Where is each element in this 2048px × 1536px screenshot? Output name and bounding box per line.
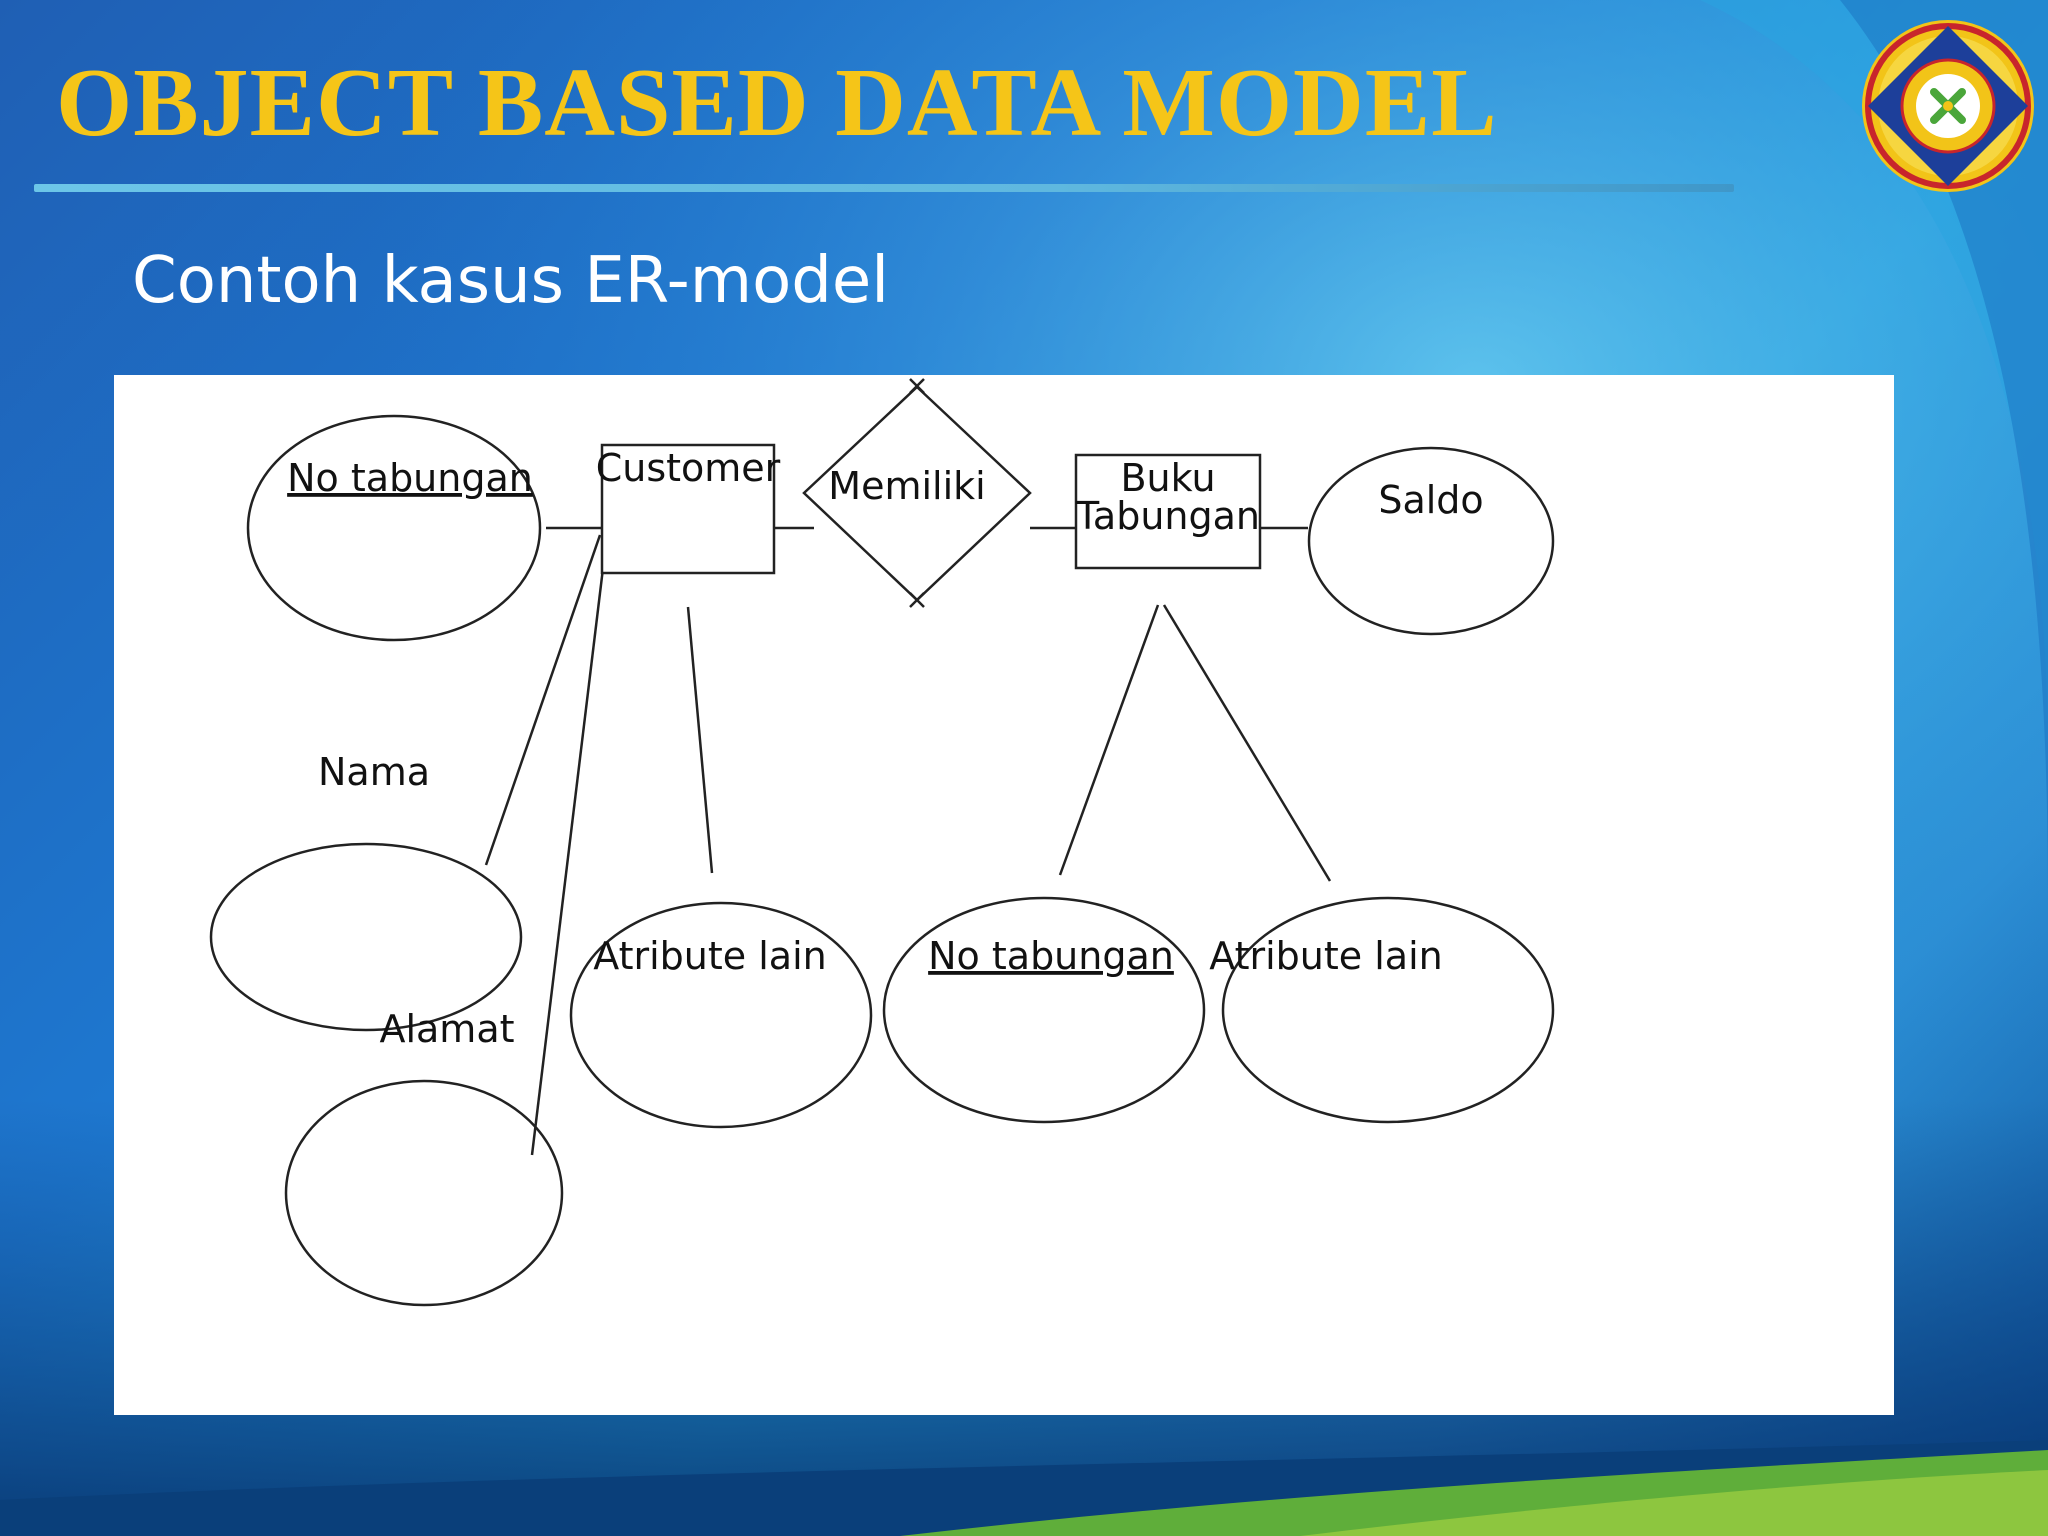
attribute-atribute-lain-customer: [569, 901, 873, 1129]
connector-buku-notabungan: [1058, 604, 1160, 876]
connector-buku-atribute: [1162, 604, 1332, 882]
customer-label: Customer: [596, 446, 781, 490]
memiliki-label: Memiliki: [828, 464, 985, 508]
attribute-alamat: [284, 1079, 564, 1307]
er-diagram: Customer Buku Tabungan Memiliki No tabun…: [114, 375, 1894, 1415]
attribute-no-tabungan-buku: [882, 896, 1206, 1124]
slide-title: OBJECT BASED DATA MODEL: [56, 49, 1498, 157]
nama-label: Nama: [318, 750, 430, 794]
attribute-saldo: [1307, 446, 1555, 636]
alamat-label: Alamat: [379, 1007, 514, 1051]
attribute-no-tabungan-customer: [246, 414, 542, 642]
buku-tabungan-label-2: Tabungan: [1075, 494, 1260, 538]
connector-customer-alamat: [530, 559, 606, 1156]
no-tabungan-buku-label: No tabungan: [928, 934, 1174, 978]
entity-customer: [600, 443, 776, 575]
attribute-nama: [209, 842, 523, 1032]
no-tabungan-customer-label: No tabungan: [287, 456, 533, 500]
buku-tabungan-label-1: Buku: [1120, 456, 1215, 500]
title-divider: [34, 184, 1734, 192]
connector-customer-atribute: [686, 606, 714, 874]
attribute-atribute-lain-buku: [1221, 896, 1555, 1124]
atribute-lain-buku-label: Atribute lain: [1209, 934, 1442, 978]
saldo-label: Saldo: [1378, 478, 1483, 522]
entity-buku-tabungan: [1074, 453, 1262, 570]
connector-customer-nama: [484, 534, 602, 866]
atribute-lain-customer-label: Atribute lain: [593, 934, 826, 978]
university-seal-icon: [1862, 20, 2034, 192]
slide-subtitle: Contoh kasus ER-model: [132, 244, 889, 318]
